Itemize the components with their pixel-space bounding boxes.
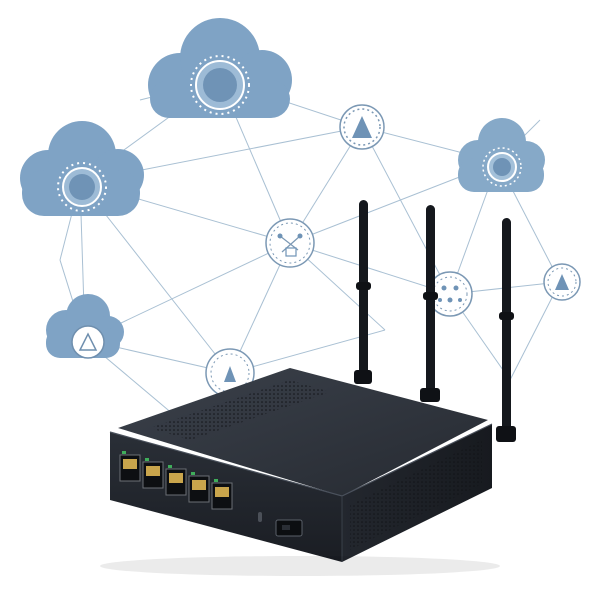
- router: [100, 368, 500, 576]
- antenna-icon: [354, 200, 372, 384]
- reset-button: [258, 512, 262, 522]
- network-node-icon: [265, 218, 315, 268]
- power-port-icon: [275, 519, 303, 537]
- cloud-icon: [458, 118, 545, 192]
- cloud-icon: [46, 294, 124, 359]
- antenna-icon: [496, 218, 516, 442]
- network-node-icon: [339, 104, 385, 150]
- ethernet-port-icon: [119, 451, 233, 510]
- cloud-icon: [20, 121, 144, 216]
- antenna-icon: [420, 205, 440, 402]
- cloud-icon: [148, 18, 292, 118]
- network-node-icon: [543, 263, 581, 301]
